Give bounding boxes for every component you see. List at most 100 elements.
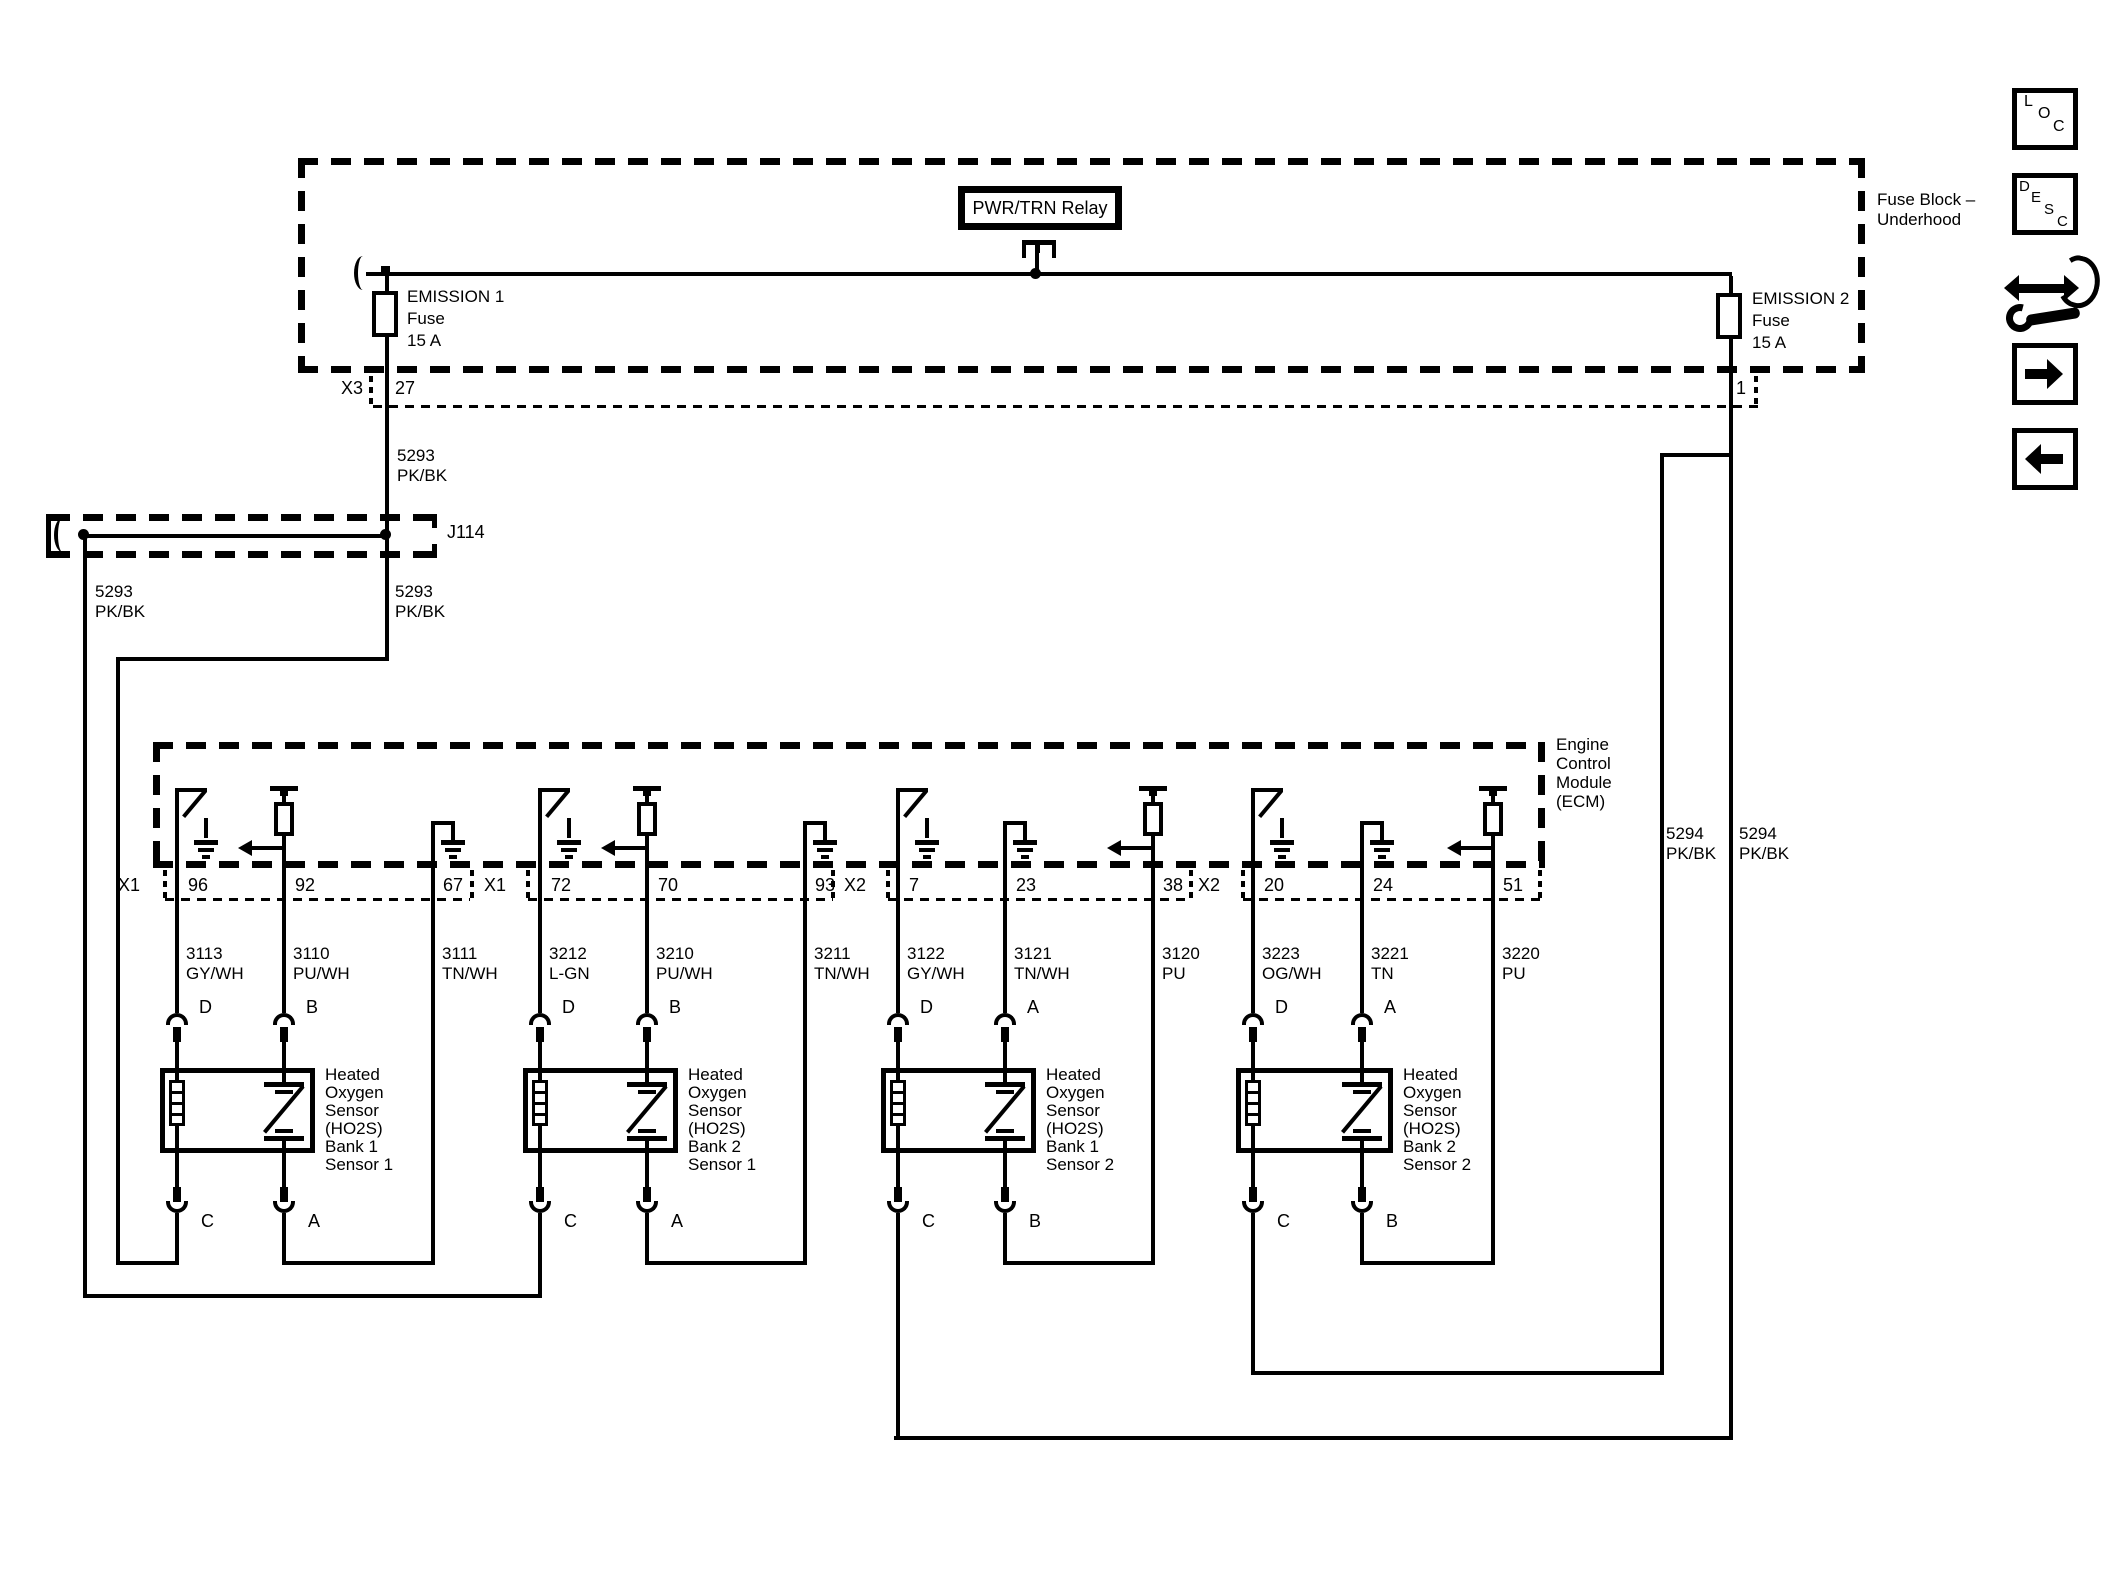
pin-wire bbox=[282, 1141, 286, 1153]
fuse1-wire-bottom bbox=[385, 337, 389, 538]
loc-letter: C bbox=[2053, 118, 2065, 135]
connector-separator bbox=[886, 870, 890, 900]
j114-border-top bbox=[50, 514, 435, 521]
connector-icon bbox=[529, 1201, 551, 1213]
ground-stub bbox=[925, 818, 929, 838]
resistor-nub bbox=[1489, 791, 1497, 796]
wire-3122 bbox=[896, 902, 900, 1013]
pin-wire bbox=[175, 1068, 179, 1080]
ecm-pin-label: 51 bbox=[1503, 875, 1524, 895]
cell-plate bbox=[985, 1082, 1025, 1087]
driver-arrow-shaft bbox=[615, 846, 647, 850]
fuse2-name: EMISSION 2 bbox=[1752, 289, 1850, 308]
loc-letter: O bbox=[2038, 105, 2051, 122]
wire-label: 3210 PU/WH bbox=[656, 944, 713, 983]
wire-5293-inner-branch bbox=[116, 661, 120, 1265]
ground-icon bbox=[1270, 840, 1294, 845]
connector-pin-tick bbox=[1249, 1027, 1257, 1042]
pin-wire bbox=[645, 1068, 649, 1082]
ground-icon bbox=[1013, 840, 1037, 845]
ecm-switch-wire bbox=[538, 790, 542, 868]
ecm-switch-wire bbox=[1251, 790, 1255, 868]
resistor-icon bbox=[274, 802, 294, 836]
desc-button[interactable] bbox=[2012, 173, 2078, 235]
connector-icon bbox=[273, 1201, 295, 1213]
ground-stub bbox=[823, 821, 827, 840]
pin-wire bbox=[538, 1042, 542, 1068]
wire-3212 bbox=[538, 902, 542, 1013]
resistor-stub bbox=[1491, 794, 1495, 802]
pin-wire bbox=[175, 862, 179, 902]
fuse2-wire-down bbox=[1729, 339, 1733, 1440]
diagnostic-tool-icon[interactable] bbox=[2000, 248, 2106, 338]
connector-separator bbox=[1538, 870, 1542, 900]
cell-plate bbox=[1342, 1082, 1382, 1087]
pin-wire bbox=[803, 862, 807, 902]
ecm-pin-label: 24 bbox=[1373, 875, 1394, 895]
wire-5293-left-branch bbox=[83, 538, 87, 1298]
connector-pin-tick bbox=[1358, 1187, 1366, 1202]
connector-icon bbox=[994, 1201, 1016, 1213]
ecm-connector-row bbox=[528, 898, 833, 901]
wire-3210 bbox=[645, 902, 649, 1013]
connector-icon bbox=[1351, 1201, 1373, 1213]
ground-icon bbox=[202, 855, 210, 859]
ecm-pin-label: 7 bbox=[909, 875, 920, 895]
wire-3223 bbox=[1251, 902, 1255, 1013]
ground-stub bbox=[1023, 821, 1027, 840]
right-arrow-icon bbox=[2025, 369, 2048, 379]
ecm-pin-label: 92 bbox=[295, 875, 316, 895]
j114-border-bottom bbox=[50, 551, 435, 558]
pin-wire bbox=[538, 1153, 542, 1187]
connector-separator bbox=[1241, 870, 1245, 900]
next-button[interactable] bbox=[2012, 343, 2078, 405]
sensor-label: Heated Oxygen Sensor (HO2S) Bank 2 Senso… bbox=[1403, 1065, 1472, 1174]
wire-label: 3120 PU bbox=[1162, 944, 1200, 983]
fuse1-wire-top bbox=[385, 276, 389, 293]
connector-separator bbox=[163, 870, 167, 900]
wire-3121 bbox=[1003, 902, 1007, 1013]
ecm-pin-label: 72 bbox=[551, 875, 572, 895]
pin-letter: D bbox=[199, 997, 212, 1017]
driver-arrow-icon bbox=[1447, 840, 1461, 856]
j114-end-connector-icon bbox=[54, 518, 71, 552]
pin-wire bbox=[175, 1042, 179, 1068]
pin-wire bbox=[645, 1153, 649, 1187]
pin-wire bbox=[1360, 1068, 1364, 1082]
ecm-connector-row bbox=[165, 898, 470, 901]
ecm-switch-blade bbox=[903, 789, 928, 819]
wire-s2-c bbox=[538, 1213, 542, 1298]
relay-terminal-side-right bbox=[1052, 244, 1056, 258]
ground-icon bbox=[1017, 848, 1033, 852]
wire-5294-inner-branch bbox=[1660, 457, 1664, 1375]
desc-letter: E bbox=[2031, 189, 2042, 206]
pin-wire bbox=[282, 1153, 286, 1187]
wire-s2-c-feed bbox=[83, 1294, 542, 1298]
connector-pin-tick bbox=[173, 1027, 181, 1042]
pin-letter: B bbox=[1029, 1211, 1042, 1231]
ground-icon bbox=[919, 848, 935, 852]
connector-icon bbox=[529, 1013, 551, 1025]
ecm-switch-bar bbox=[1251, 788, 1283, 792]
loc-button[interactable] bbox=[2012, 88, 2078, 150]
desc-letter: S bbox=[2044, 201, 2055, 218]
ecm-conn-label: X1 bbox=[484, 875, 507, 895]
wire-3221 bbox=[1360, 902, 1364, 1013]
connector-icon bbox=[636, 1201, 658, 1213]
back-button[interactable] bbox=[2012, 428, 2078, 490]
pin-wire bbox=[282, 1042, 286, 1068]
sensor-label: Heated Oxygen Sensor (HO2S) Bank 2 Senso… bbox=[688, 1065, 757, 1174]
cell-plate bbox=[627, 1082, 667, 1087]
pin-wire bbox=[896, 862, 900, 902]
wire-label-5294-inner: 5294 PK/BK bbox=[1666, 824, 1717, 863]
desc-letter: D bbox=[2019, 178, 2030, 195]
pin-wire bbox=[896, 1042, 900, 1068]
fuse-block-border-left bbox=[298, 158, 305, 373]
pin-letter: C bbox=[1277, 1211, 1290, 1231]
connector-separator bbox=[831, 870, 835, 900]
connector-separator bbox=[1189, 870, 1193, 900]
fuse-block-connector-row bbox=[373, 405, 1758, 408]
pin-letter: A bbox=[671, 1211, 684, 1231]
cell-plate bbox=[627, 1136, 667, 1141]
wire-label-5294-outer: 5294 PK/BK bbox=[1739, 824, 1790, 863]
